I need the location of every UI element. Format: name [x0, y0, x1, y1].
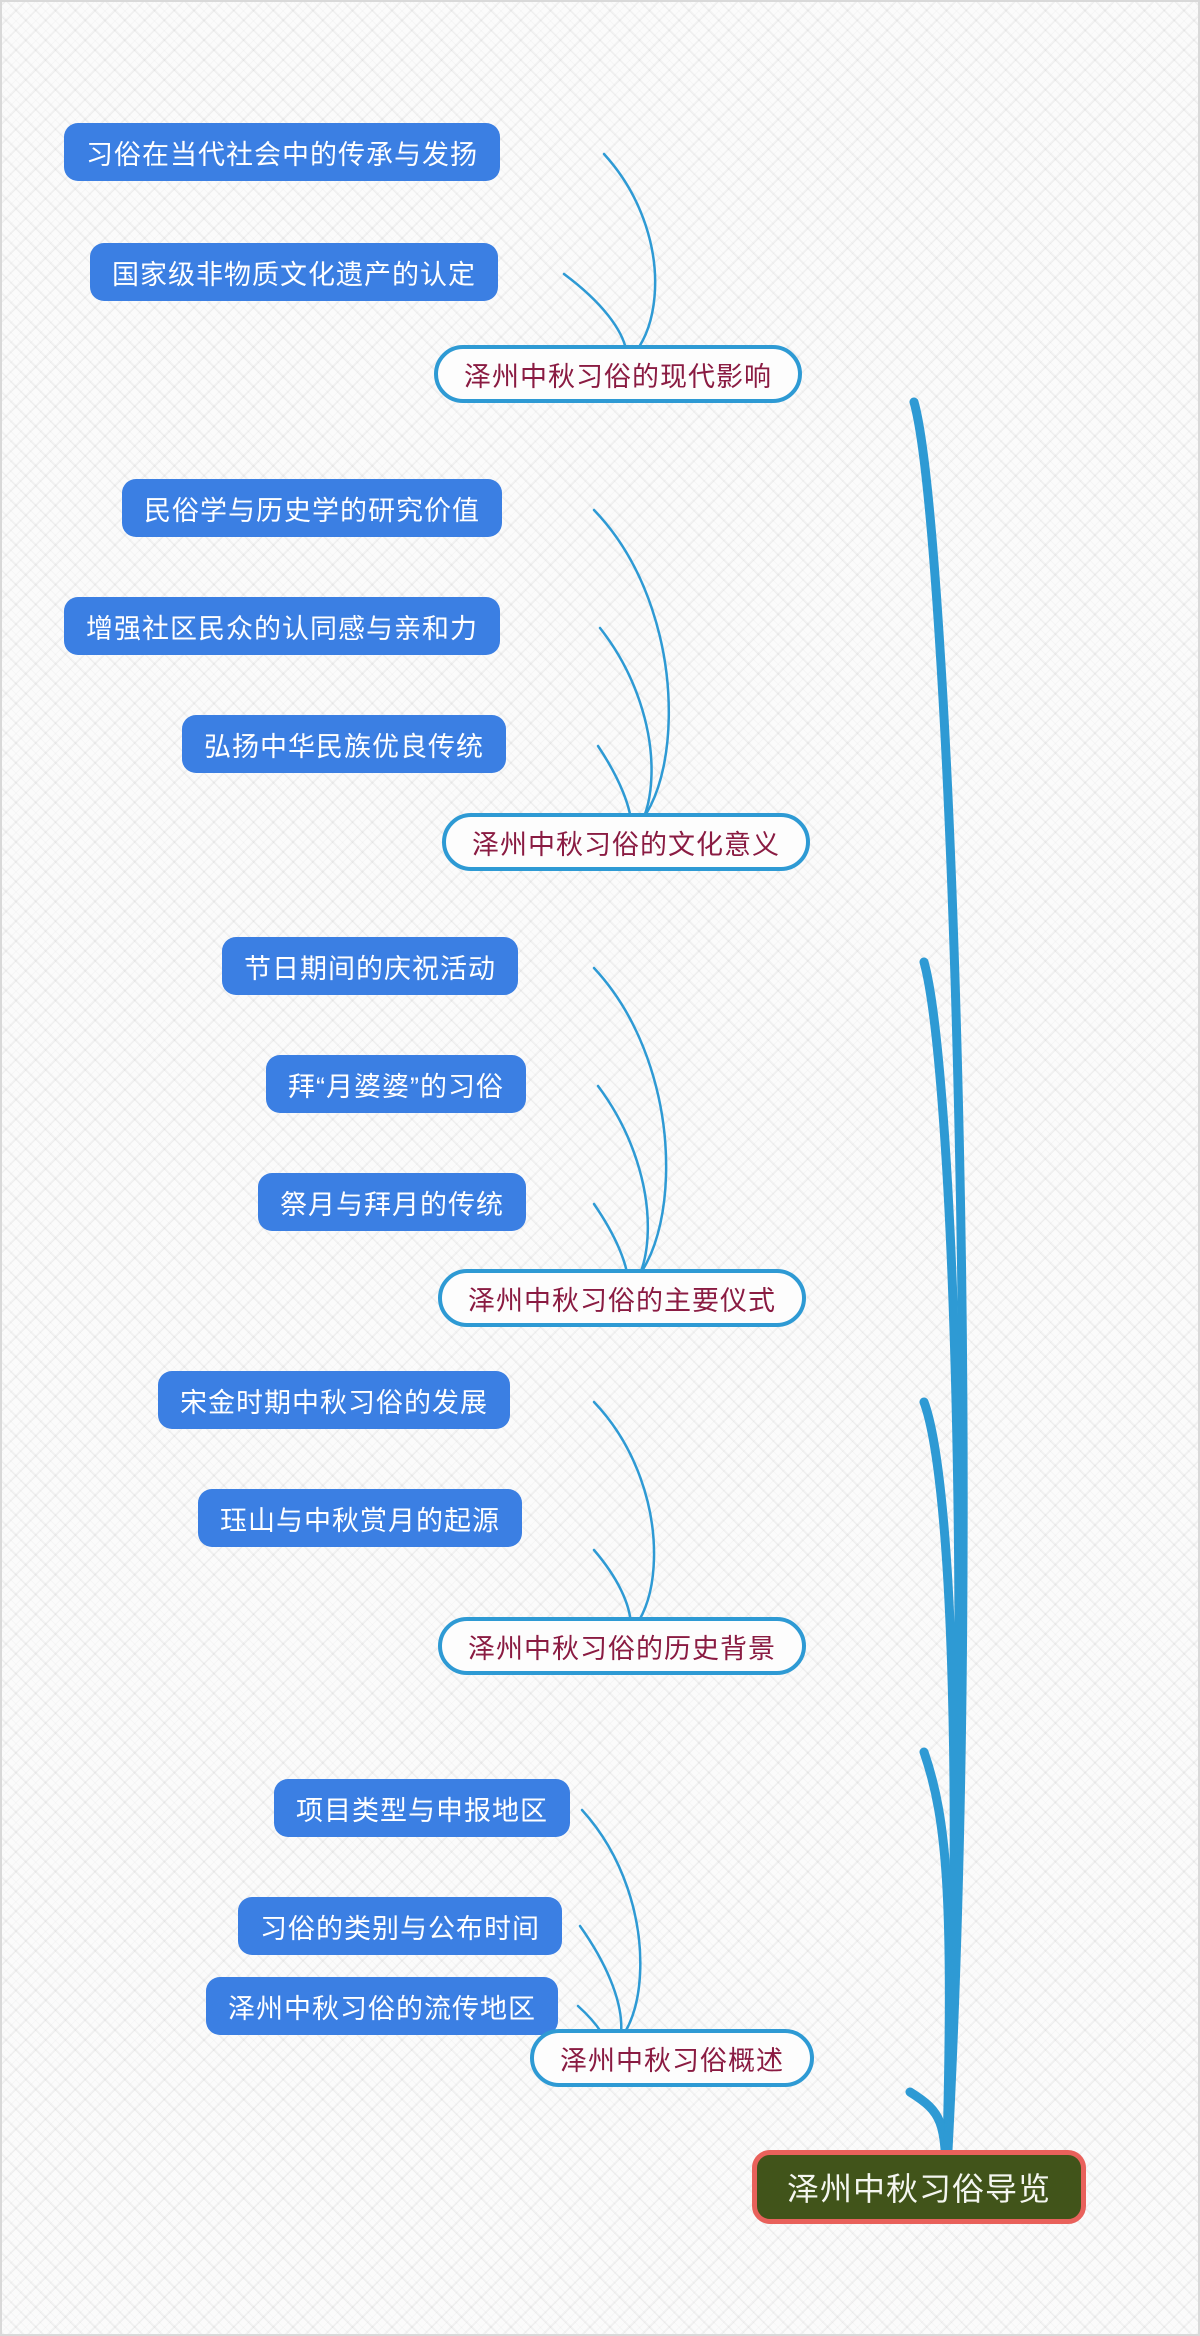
root-node-label: 泽州中秋习俗导览 — [787, 2171, 1052, 2207]
leaf-node-promote-tradition[interactable]: 弘扬中华民族优良传统 — [182, 715, 506, 773]
node-label: 习俗在当代社会中的传承与发扬 — [86, 139, 478, 170]
branch-node-modern-impact[interactable]: 泽州中秋习俗的现代影响 — [434, 345, 802, 403]
node-label: 泽州中秋习俗的历史背景 — [468, 1633, 776, 1664]
link-cultural-to-research — [592, 508, 670, 844]
node-label: 泽州中秋习俗的现代影响 — [464, 361, 772, 392]
branch-node-overview[interactable]: 泽州中秋习俗概述 — [530, 2029, 814, 2087]
leaf-node-national-ich[interactable]: 国家级非物质文化遗产的认定 — [90, 243, 498, 301]
leaf-node-community-identity[interactable]: 增强社区民众的认同感与亲和力 — [64, 597, 500, 655]
node-label: 节日期间的庆祝活动 — [244, 953, 496, 984]
link-rituals-to-activities — [592, 966, 668, 1300]
node-label: 弘扬中华民族优良传统 — [204, 731, 484, 762]
leaf-node-moon-sacrifice[interactable]: 祭月与拜月的传统 — [258, 1173, 526, 1231]
node-label: 泽州中秋习俗概述 — [560, 2045, 784, 2076]
branch-node-historical-background[interactable]: 泽州中秋习俗的历史背景 — [438, 1617, 806, 1675]
node-label: 珏山与中秋赏月的起源 — [220, 1505, 500, 1536]
node-label: 泽州中秋习俗的流传地区 — [228, 1993, 536, 2024]
node-label: 增强社区民众的认同感与亲和力 — [86, 613, 478, 644]
leaf-node-festival-activities[interactable]: 节日期间的庆祝活动 — [222, 937, 518, 995]
leaf-node-worship-moon-granny[interactable]: 拜“月婆婆”的习俗 — [266, 1055, 526, 1113]
leaf-node-heritage-transmission[interactable]: 习俗在当代社会中的传承与发扬 — [64, 123, 500, 181]
node-label: 国家级非物质文化遗产的认定 — [112, 259, 476, 290]
leaf-node-spread-region[interactable]: 泽州中秋习俗的流传地区 — [206, 1977, 558, 2035]
branch-node-main-rituals[interactable]: 泽州中秋习俗的主要仪式 — [438, 1269, 806, 1327]
link-historical-to-songjin — [592, 1400, 656, 1648]
leaf-node-song-jin-development[interactable]: 宋金时期中秋习俗的发展 — [158, 1371, 510, 1429]
link-overview-to-projecttype — [580, 1808, 642, 2060]
leaf-node-jueshan-origin[interactable]: 珏山与中秋赏月的起源 — [198, 1489, 522, 1547]
node-label: 项目类型与申报地区 — [296, 1795, 548, 1826]
node-label: 宋金时期中秋习俗的发展 — [180, 1387, 488, 1418]
node-label: 拜“月婆婆”的习俗 — [288, 1071, 504, 1102]
node-label: 习俗的类别与公布时间 — [260, 1913, 540, 1944]
branch-node-cultural-meaning[interactable]: 泽州中秋习俗的文化意义 — [442, 813, 810, 871]
node-label: 民俗学与历史学的研究价值 — [144, 495, 480, 526]
leaf-node-project-type-region[interactable]: 项目类型与申报地区 — [274, 1779, 570, 1837]
root-node[interactable]: 泽州中秋习俗导览 — [752, 2150, 1087, 2224]
leaf-node-category-publish-time[interactable]: 习俗的类别与公布时间 — [238, 1897, 562, 1955]
link-root-to-modern — [909, 397, 968, 2192]
node-label: 泽州中秋习俗的主要仪式 — [468, 1285, 776, 1316]
node-label: 祭月与拜月的传统 — [280, 1189, 504, 1220]
leaf-node-research-value[interactable]: 民俗学与历史学的研究价值 — [122, 479, 502, 537]
node-label: 泽州中秋习俗的文化意义 — [472, 829, 780, 860]
